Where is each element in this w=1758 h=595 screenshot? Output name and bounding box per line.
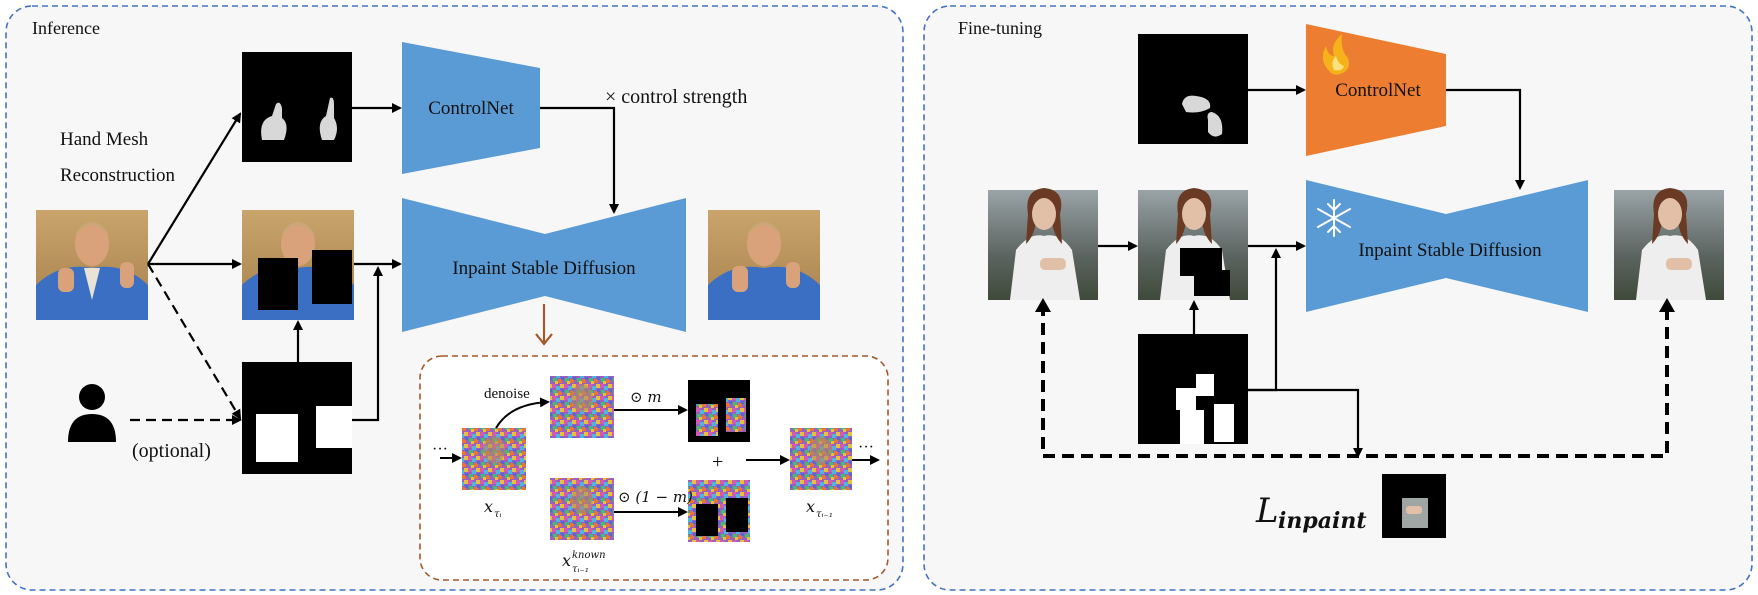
controlnet-block: ControlNet bbox=[402, 42, 540, 174]
svg-text:x: x bbox=[562, 551, 571, 570]
finetuning-panel: Fine-tuning ControlNet Inpaint Stable Di… bbox=[923, 5, 1753, 591]
hand-mesh-render bbox=[242, 52, 352, 162]
svg-text:τᵢ₋₁: τᵢ₋₁ bbox=[572, 564, 589, 575]
denoise-label: denoise bbox=[484, 386, 530, 402]
svg-text:x: x bbox=[806, 497, 815, 516]
ft-mask-image bbox=[1138, 334, 1248, 444]
loss-label: L inpaint bbox=[1255, 491, 1367, 534]
x-tau-i-label: x τᵢ bbox=[484, 497, 502, 520]
arrow-mask-to-unet bbox=[352, 266, 383, 422]
ft-controlnet-block: ControlNet bbox=[1306, 24, 1446, 156]
ellipsis-left: ··· bbox=[432, 441, 448, 458]
inference-arrows bbox=[130, 103, 619, 425]
ft-controlnet-label: ControlNet bbox=[1335, 80, 1421, 101]
masked-denoised-image bbox=[688, 380, 750, 442]
ft-dashed-arrowheads bbox=[1035, 298, 1675, 312]
mask-image bbox=[242, 362, 352, 474]
inference-title: Inference bbox=[32, 18, 100, 38]
plus-sign: + bbox=[712, 451, 723, 473]
denoise-detail-panel: ··· bbox=[419, 355, 889, 581]
svg-text:τᵢ₋₁: τᵢ₋₁ bbox=[816, 509, 833, 520]
arrow-denoise bbox=[495, 397, 550, 429]
ft-inpaint-sd-block: Inpaint Stable Diffusion bbox=[1306, 180, 1588, 312]
svg-text:L: L bbox=[1255, 491, 1279, 531]
input-photo bbox=[36, 210, 148, 320]
snowflake-icon bbox=[1317, 199, 1351, 237]
control-strength-label: × control strength bbox=[605, 86, 747, 108]
person-icon bbox=[68, 384, 116, 442]
dot-one-minus-m-label: ⊙ (1 − m) bbox=[618, 488, 693, 506]
loss-target-image bbox=[1382, 474, 1446, 538]
ft-dashed-loss-path bbox=[1041, 304, 1669, 458]
dot-m-label: ⊙ m bbox=[630, 388, 662, 406]
finetuning-title: Fine-tuning bbox=[958, 18, 1042, 38]
ft-inpaint-sd-label: Inpaint Stable Diffusion bbox=[1358, 240, 1542, 261]
ft-arrow-mask-to-loss bbox=[1248, 388, 1363, 458]
hand-mesh-label-1: Hand Mesh bbox=[60, 129, 149, 150]
output-photo bbox=[708, 210, 820, 320]
known-noisy-image bbox=[550, 478, 614, 540]
detail-panel-border bbox=[419, 355, 889, 581]
x-tau-im1-label: x τᵢ₋₁ bbox=[806, 497, 833, 520]
noisy-image-xt bbox=[462, 428, 526, 490]
svg-text:τᵢ: τᵢ bbox=[494, 509, 502, 520]
svg-text:inpaint: inpaint bbox=[1278, 508, 1367, 534]
ft-arrows bbox=[1098, 85, 1525, 458]
ft-output-avatar bbox=[1614, 188, 1724, 300]
svg-text:known: known bbox=[572, 550, 606, 561]
arrow-to-mask-dashed bbox=[147, 263, 242, 420]
next-step-image bbox=[790, 428, 852, 490]
ft-arrow-controlnet-to-unet bbox=[1446, 88, 1525, 190]
masked-known-image bbox=[688, 480, 750, 542]
hand-mesh-label-2: Reconstruction bbox=[60, 165, 176, 186]
ft-hand-render bbox=[1138, 34, 1248, 144]
down-arrow-icon bbox=[535, 304, 553, 346]
denoised-image bbox=[550, 376, 614, 438]
arrow-to-hand-render bbox=[147, 112, 242, 265]
svg-text:x: x bbox=[484, 497, 493, 516]
flame-icon bbox=[1322, 34, 1349, 75]
controlnet-label: ControlNet bbox=[428, 98, 514, 119]
inference-panel: Inference Hand Mesh Reconstruction (opti… bbox=[5, 5, 904, 591]
x-known-label: x known τᵢ₋₁ bbox=[562, 550, 606, 575]
ft-masked-avatar bbox=[1138, 188, 1248, 300]
optional-label: (optional) bbox=[132, 440, 211, 462]
arrow-controlnet-to-unet bbox=[540, 106, 619, 214]
inpaint-sd-block: Inpaint Stable Diffusion bbox=[402, 198, 686, 332]
ellipsis-right: ··· bbox=[858, 439, 874, 456]
inpaint-sd-label: Inpaint Stable Diffusion bbox=[452, 258, 636, 279]
ft-input-avatar bbox=[988, 188, 1098, 300]
ft-loss-dashed-arrows bbox=[1041, 304, 1669, 458]
masked-photo bbox=[242, 210, 354, 320]
